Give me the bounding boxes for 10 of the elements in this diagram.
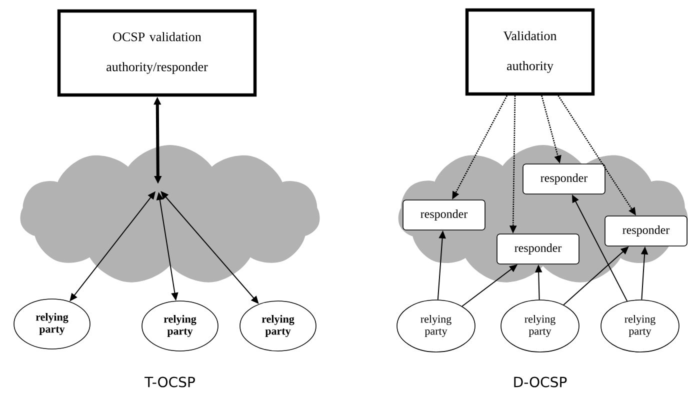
authority-box: OCSP validation authority/responder — [57, 9, 257, 97]
responder-box: responder — [402, 200, 486, 230]
authority-box: Validation authority — [465, 8, 595, 96]
responder-box: responder — [522, 164, 606, 194]
responder-box: responder — [496, 234, 580, 264]
responder-box: responder — [604, 216, 688, 246]
arrow — [160, 191, 259, 304]
caption: T-OCSP — [144, 376, 195, 388]
cloud-shape — [20, 145, 320, 282]
caption: D-OCSP — [514, 376, 567, 388]
